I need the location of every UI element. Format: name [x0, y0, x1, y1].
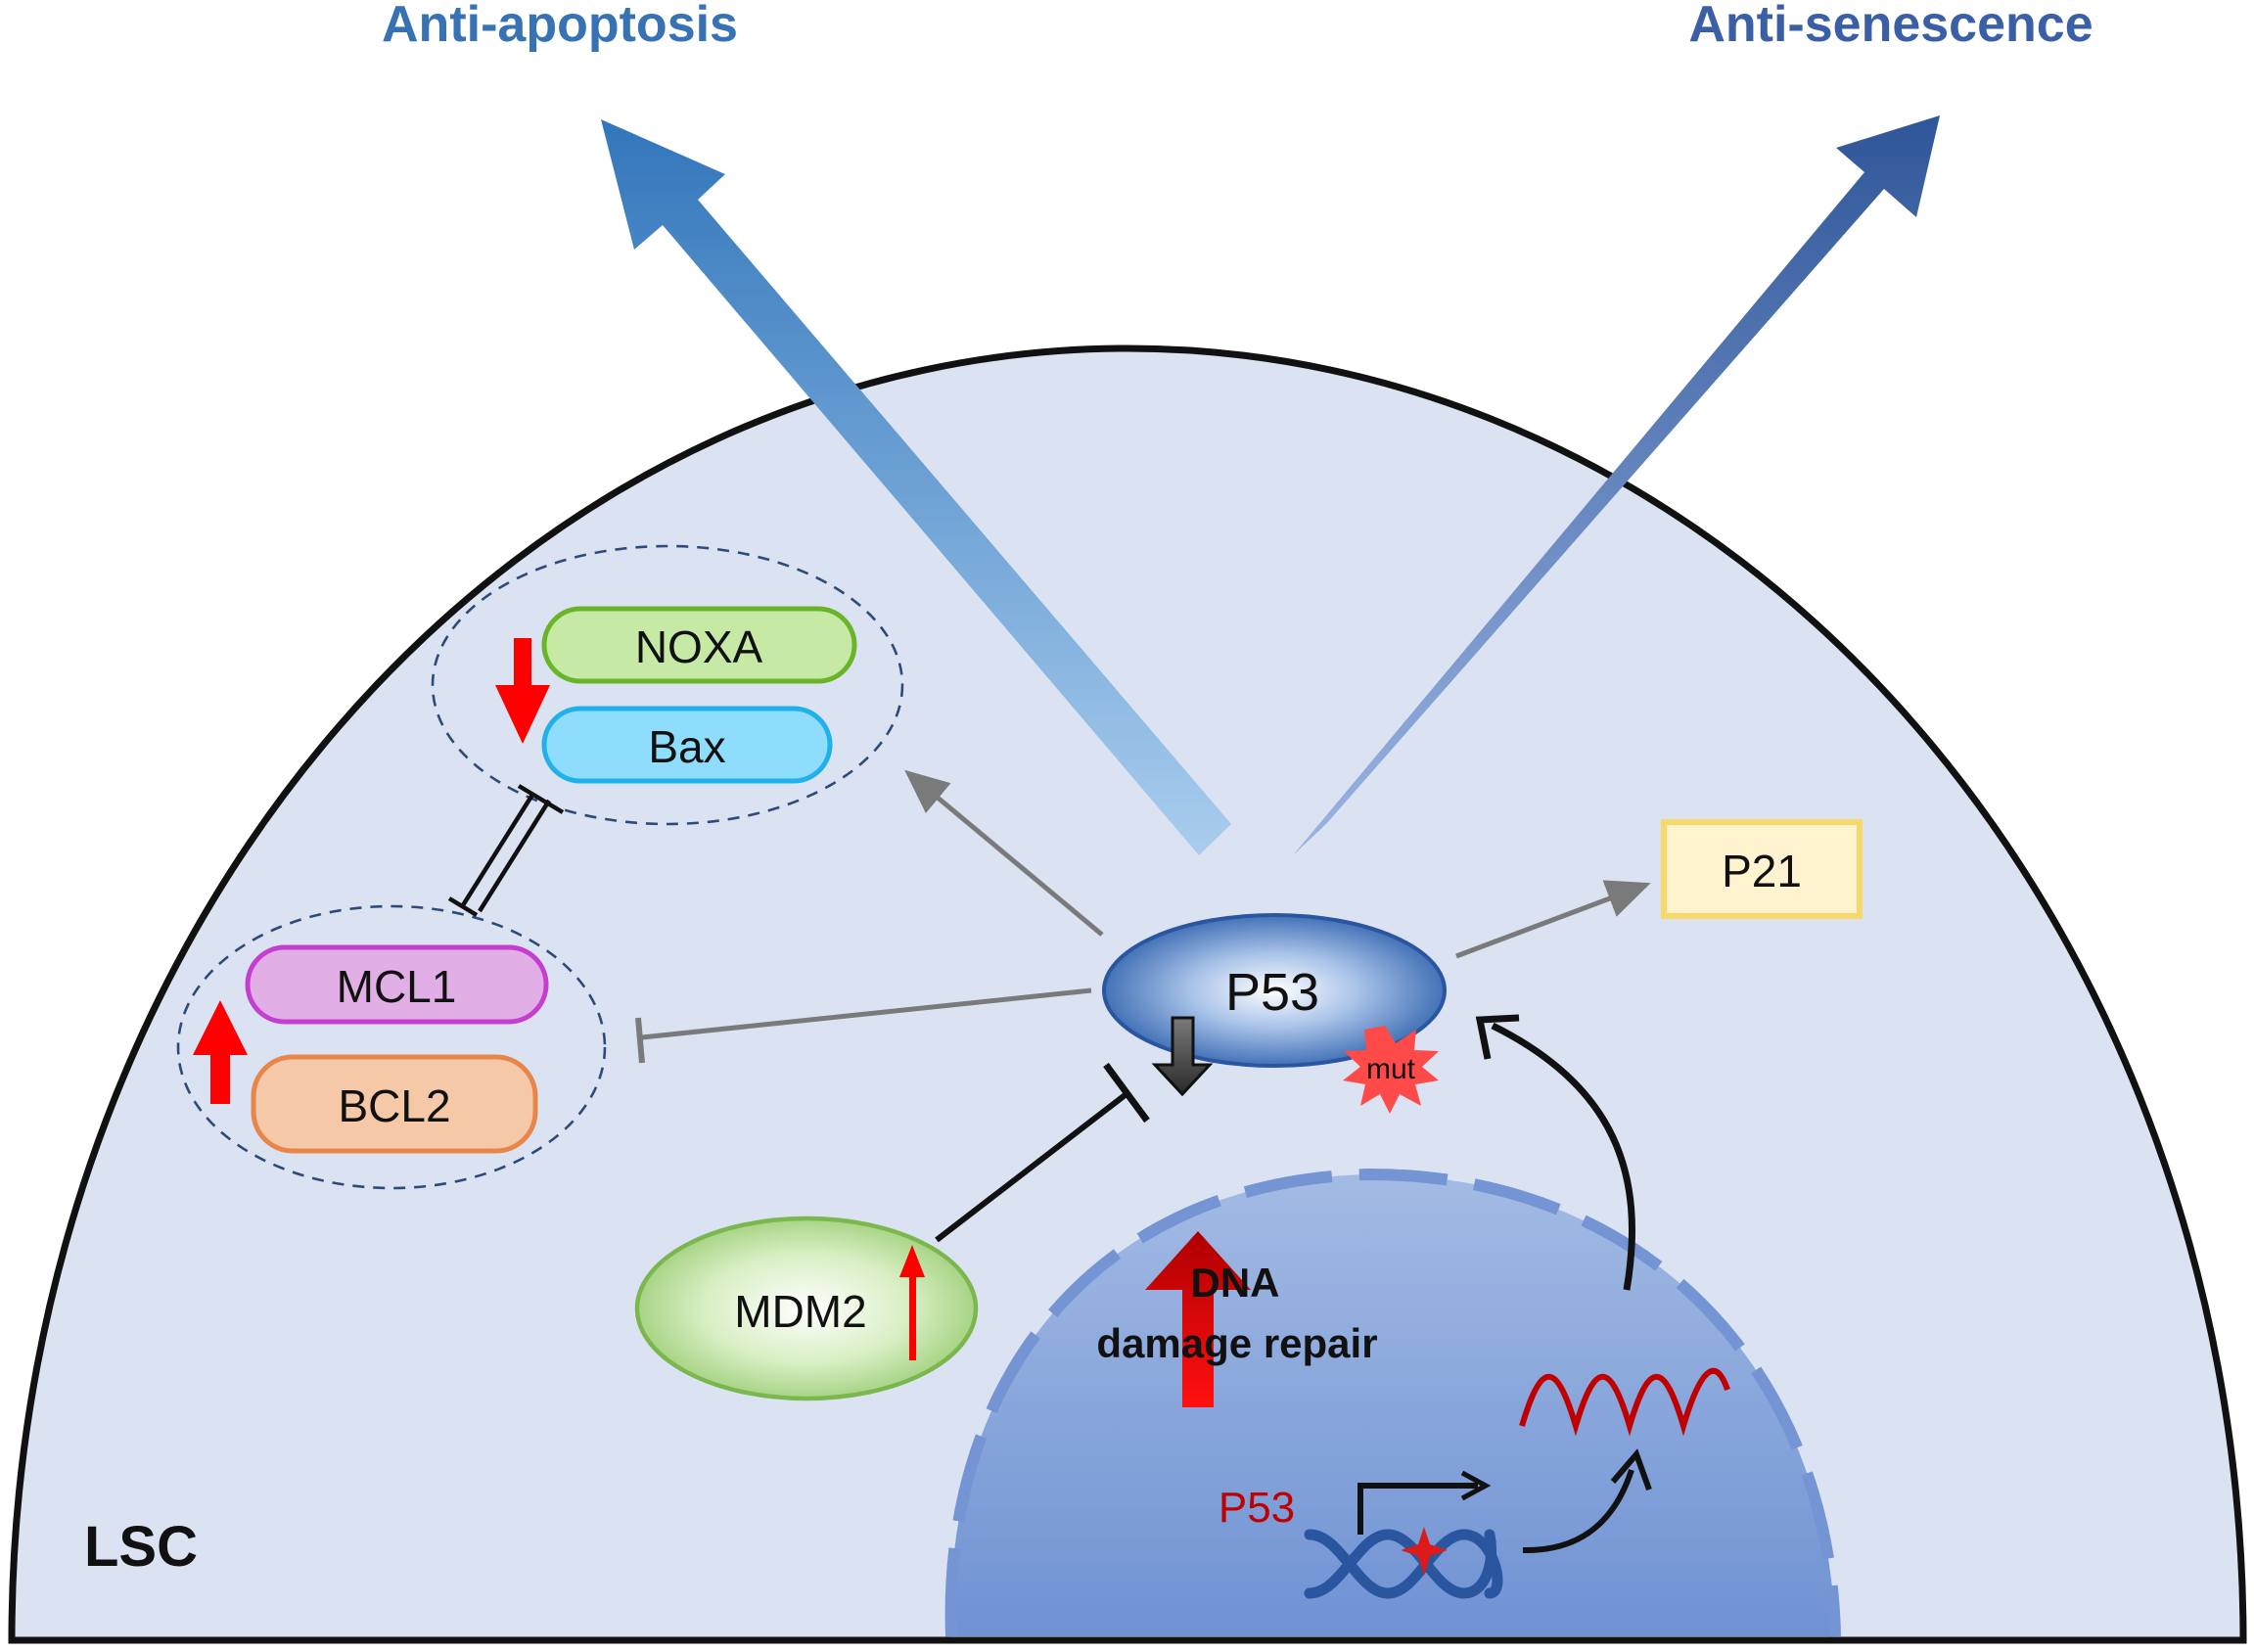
- mcl1-label: MCL1: [337, 961, 457, 1012]
- mutation-site-icon: [1401, 1527, 1448, 1576]
- bcl2-pill: [251, 1054, 538, 1154]
- translation-to-p53-arrow: [1491, 1022, 1635, 1291]
- noxa-bax-down-arrow: [495, 638, 550, 744]
- mdm2-up-arrow: [899, 1245, 925, 1360]
- p53-gene-label: P53: [1219, 1484, 1295, 1532]
- noxa-bax-group: [431, 544, 904, 826]
- mcl1-bcl2-group: [176, 904, 607, 1190]
- anti-senescence-title: Anti-senescence: [1688, 0, 2093, 53]
- inhibition-bar-mcl1: [635, 1017, 645, 1064]
- bax-label: Bax: [648, 721, 725, 772]
- mutation-label: mut: [1366, 1053, 1416, 1085]
- translation-arrowhead: [1475, 1014, 1520, 1060]
- mrna-wave-icon: [1519, 1367, 1730, 1437]
- dna-repair-up-arrow: [1145, 1231, 1251, 1407]
- transcription-arrow: [1522, 1469, 1634, 1554]
- p21-box: [1661, 819, 1863, 919]
- dna-repair-line2: damage repair: [1096, 1320, 1377, 1366]
- anti-apoptosis-arrow: [601, 119, 1231, 855]
- noxa-pill: [541, 606, 857, 684]
- bcl2-label: BCL2: [338, 1080, 450, 1131]
- mutual-inhibition-lines: [447, 784, 565, 917]
- p53-down-arrow: [1151, 1016, 1214, 1097]
- mutation-star-icon: [1343, 1026, 1439, 1114]
- lsc-label: LSC: [84, 1515, 198, 1579]
- anti-senescence-arrow: [1293, 115, 1940, 855]
- p53-inhibits-mcl1-bcl2: [641, 987, 1092, 1040]
- p53-protein-label: P53: [1225, 963, 1319, 1022]
- noxa-label: NOXA: [635, 621, 763, 672]
- bax-pill: [541, 706, 833, 784]
- mcl1-bcl2-up-arrow: [193, 1000, 248, 1104]
- anti-apoptosis-title: Anti-apoptosis: [382, 0, 738, 53]
- p53-to-noxa-bax-arrow: [904, 769, 1104, 937]
- mdm2-inhibits-p53: [935, 1090, 1129, 1243]
- mcl1-pill: [245, 944, 549, 1025]
- nuclear-envelope: [944, 1168, 1841, 1637]
- mdm2-protein: [634, 1216, 979, 1401]
- mdm2-label: MDM2: [734, 1286, 866, 1337]
- p21-label: P21: [1722, 846, 1802, 896]
- tss-arrowhead: [1460, 1470, 1492, 1501]
- tss-arrow: [1357, 1483, 1478, 1535]
- p53-to-p21-arrow: [1455, 880, 1651, 959]
- dna-repair-line1: DNA: [1191, 1260, 1280, 1306]
- transcription-arrowhead: [1610, 1448, 1652, 1491]
- inhibition-bar-p53: [1103, 1062, 1150, 1124]
